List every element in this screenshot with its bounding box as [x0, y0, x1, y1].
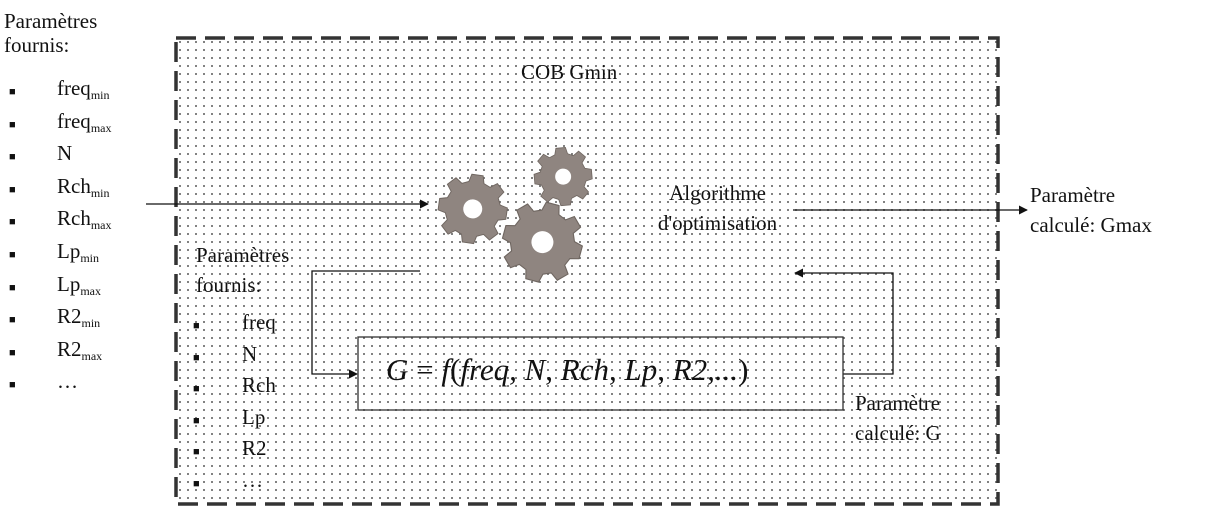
output-label: Paramètre calculé: Gmax	[1030, 183, 1152, 237]
inner-params-title: Paramètres fournis:	[196, 243, 290, 297]
bullet-icon: ■	[9, 151, 16, 164]
formula-box	[357, 336, 844, 411]
bullet-icon: ■	[9, 216, 16, 229]
bullet-icon: ■	[193, 383, 200, 395]
block-border	[174, 36, 1000, 506]
bullet-icon: ■	[9, 281, 16, 294]
inner-output-label: Paramètre calculé: G	[855, 391, 941, 445]
bullet-icon: ■	[9, 183, 16, 196]
bullet-icon: ■	[9, 86, 16, 98]
block-title: COB Gmin	[521, 60, 618, 84]
algorithm-label: Algorithme d'optimisation	[657, 181, 778, 235]
bullet-icon: ■	[9, 314, 16, 327]
inner-params-connector	[311, 270, 420, 379]
bullet-icon: ■	[9, 346, 16, 359]
bullet-icon: ■	[9, 248, 16, 261]
gears-icon	[425, 135, 615, 292]
bullet-icon: ■	[9, 379, 16, 392]
feedback-connector	[794, 268, 894, 375]
bullet-icon: ■	[9, 118, 16, 131]
bullet-icon: ■	[193, 477, 200, 490]
cob-gmin-block	[176, 38, 998, 504]
bullet-icon: ■	[193, 320, 200, 332]
bullet-icon: ■	[193, 414, 200, 427]
formula: G = f(freq, N, Rch, Lp, R2,...)	[386, 352, 749, 387]
left-params-title: Paramètres fournis:	[4, 9, 98, 57]
bullet-icon: ■	[193, 446, 200, 458]
bullet-icon: ■	[193, 351, 200, 364]
